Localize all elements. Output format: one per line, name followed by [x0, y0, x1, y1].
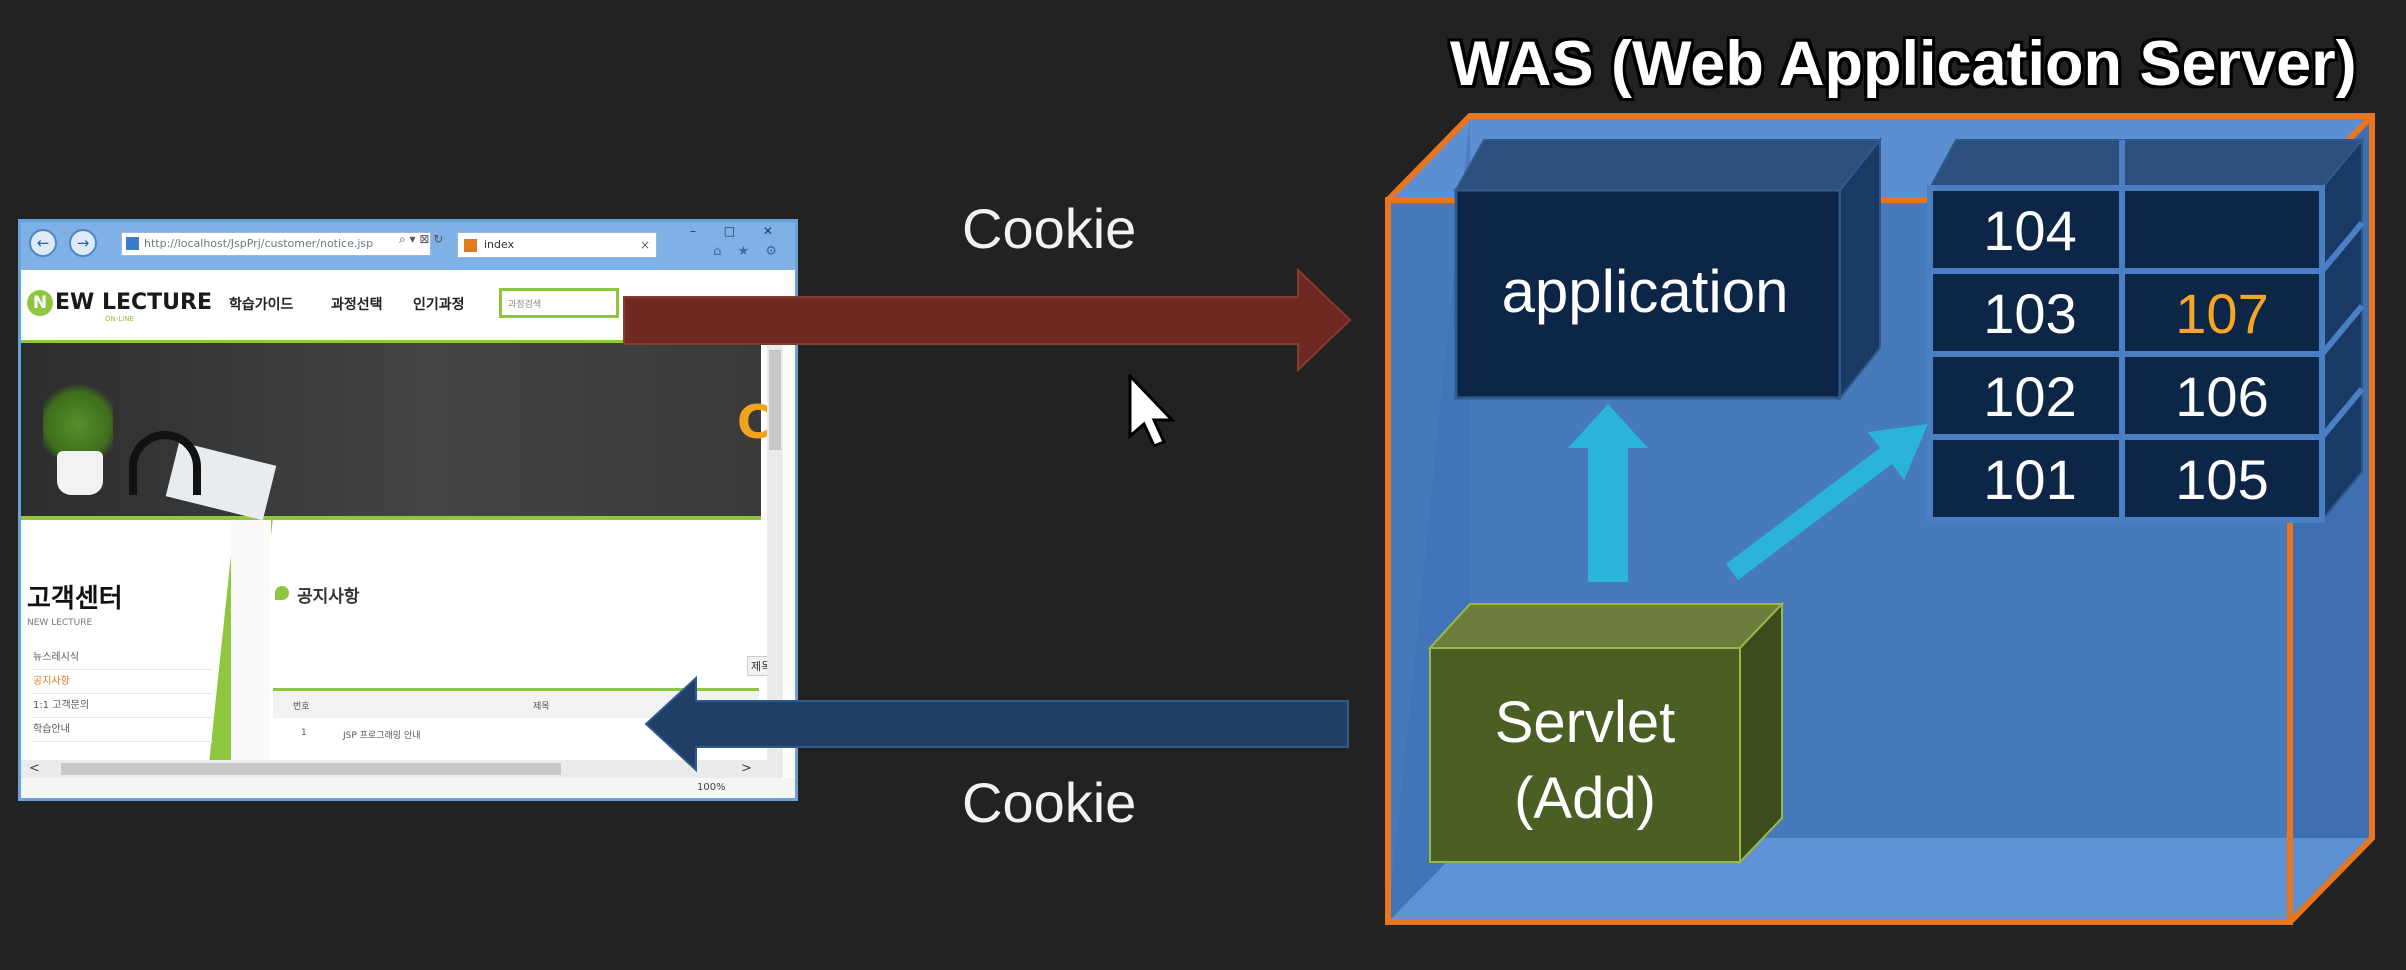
- table-header-cell: 번호: [293, 702, 310, 712]
- cookie-request-label: Cookie: [962, 197, 1137, 260]
- storage-cell-value: 104: [1983, 199, 2076, 262]
- back-button[interactable]: ←: [29, 229, 57, 257]
- vertical-scrollbar[interactable]: [767, 340, 783, 760]
- logo-text[interactable]: EW LECTURE: [55, 290, 212, 315]
- table-top-rule: [273, 688, 759, 691]
- table-cell[interactable]: JSP 프로그래밍 안내: [343, 731, 421, 741]
- plant-pot-image: [57, 451, 103, 495]
- response-arrow: [644, 675, 1349, 773]
- content-title-icon: [275, 586, 289, 600]
- storage-cell-value: 105: [2175, 448, 2268, 511]
- servlet-label: Servlet: [1495, 690, 1676, 755]
- was-title: WAS (Web Application Server): [1450, 29, 2357, 99]
- sidebar-page-curl: [231, 520, 271, 780]
- headset-image: [129, 431, 201, 495]
- mouse-cursor-icon: [1128, 374, 1176, 448]
- cookie-response-label: Cookie: [962, 771, 1137, 834]
- sidebar-subtitle: NEW LECTURE: [27, 618, 93, 628]
- application-box: [1454, 137, 1883, 401]
- browser-tab[interactable]: index ×: [457, 232, 657, 258]
- site-search-input[interactable]: 과정검색: [499, 288, 619, 318]
- table-header-cell: 제목: [533, 702, 550, 712]
- table-row[interactable]: 1 JSP 프로그래밍 안내: [273, 722, 759, 746]
- menu-item-guide[interactable]: 학습가이드: [229, 297, 294, 313]
- storage-cell-value: 107: [2175, 282, 2268, 345]
- servlet-sublabel: (Add): [1514, 766, 1656, 831]
- logo-subtitle: ON-LINE: [105, 315, 134, 323]
- browser-titlebar: ← → http://localhost/JspPrj/customer/not…: [21, 222, 795, 270]
- servlet-box: [1427, 601, 1785, 865]
- servlet-to-storage-arrow: [1726, 424, 1928, 580]
- close-tab-icon[interactable]: ×: [639, 238, 650, 252]
- storage-grid: [1927, 137, 2365, 523]
- table-cell: 1: [301, 728, 307, 738]
- address-bar[interactable]: http://localhost/JspPrj/customer/notice.…: [121, 232, 431, 256]
- sidebar-item[interactable]: 공지사항: [33, 672, 213, 694]
- hero-text: C: [737, 395, 771, 449]
- tab-title: index: [484, 238, 515, 251]
- servlet-to-application-arrow: [1568, 404, 1648, 582]
- horizontal-scroll-thumb[interactable]: [61, 763, 561, 775]
- scroll-right-icon[interactable]: >: [741, 761, 752, 776]
- storage-cells: 104 103 107 102 106 101 105: [1983, 199, 2268, 511]
- sidebar-title: 고객센터: [27, 584, 123, 614]
- zoom-level[interactable]: 100%: [697, 782, 726, 793]
- storage-cell-value: 106: [2175, 365, 2268, 428]
- vertical-scroll-thumb[interactable]: [769, 350, 781, 450]
- forward-button[interactable]: →: [69, 229, 97, 257]
- application-label: application: [1502, 258, 1789, 325]
- logo-icon[interactable]: N: [27, 290, 53, 316]
- menu-item-course[interactable]: 과정선택: [331, 297, 383, 313]
- menu-item-popular[interactable]: 인기과정: [413, 297, 465, 313]
- address-text: http://localhost/JspPrj/customer/notice.…: [144, 237, 374, 250]
- storage-cell-value: 101: [1983, 448, 2076, 511]
- plant-image: [43, 377, 113, 457]
- tab-favicon-icon: [464, 239, 477, 252]
- request-arrow: [623, 267, 1352, 373]
- storage-cell-value: 102: [1983, 365, 2076, 428]
- horizontal-scrollbar[interactable]: < >: [21, 760, 783, 778]
- sidebar-item[interactable]: 1:1 고객문의: [33, 696, 213, 718]
- toolbar-icons[interactable]: ⌂ ★ ⚙: [713, 244, 783, 259]
- storage-cell-value: 103: [1983, 282, 2076, 345]
- status-bar: 100%: [21, 778, 795, 798]
- scroll-left-icon[interactable]: <: [29, 761, 40, 776]
- content-title: 공지사항: [297, 587, 360, 607]
- page-icon: [126, 237, 139, 250]
- window-buttons[interactable]: – □ ✕: [689, 224, 785, 238]
- sidebar-item[interactable]: 뉴스레시식: [33, 648, 213, 670]
- sidebar-item[interactable]: 학습안내: [33, 720, 213, 742]
- hero-banner: C: [21, 343, 771, 521]
- address-tools-icon[interactable]: ⌕ ▾ ⊠ ↻: [399, 232, 444, 246]
